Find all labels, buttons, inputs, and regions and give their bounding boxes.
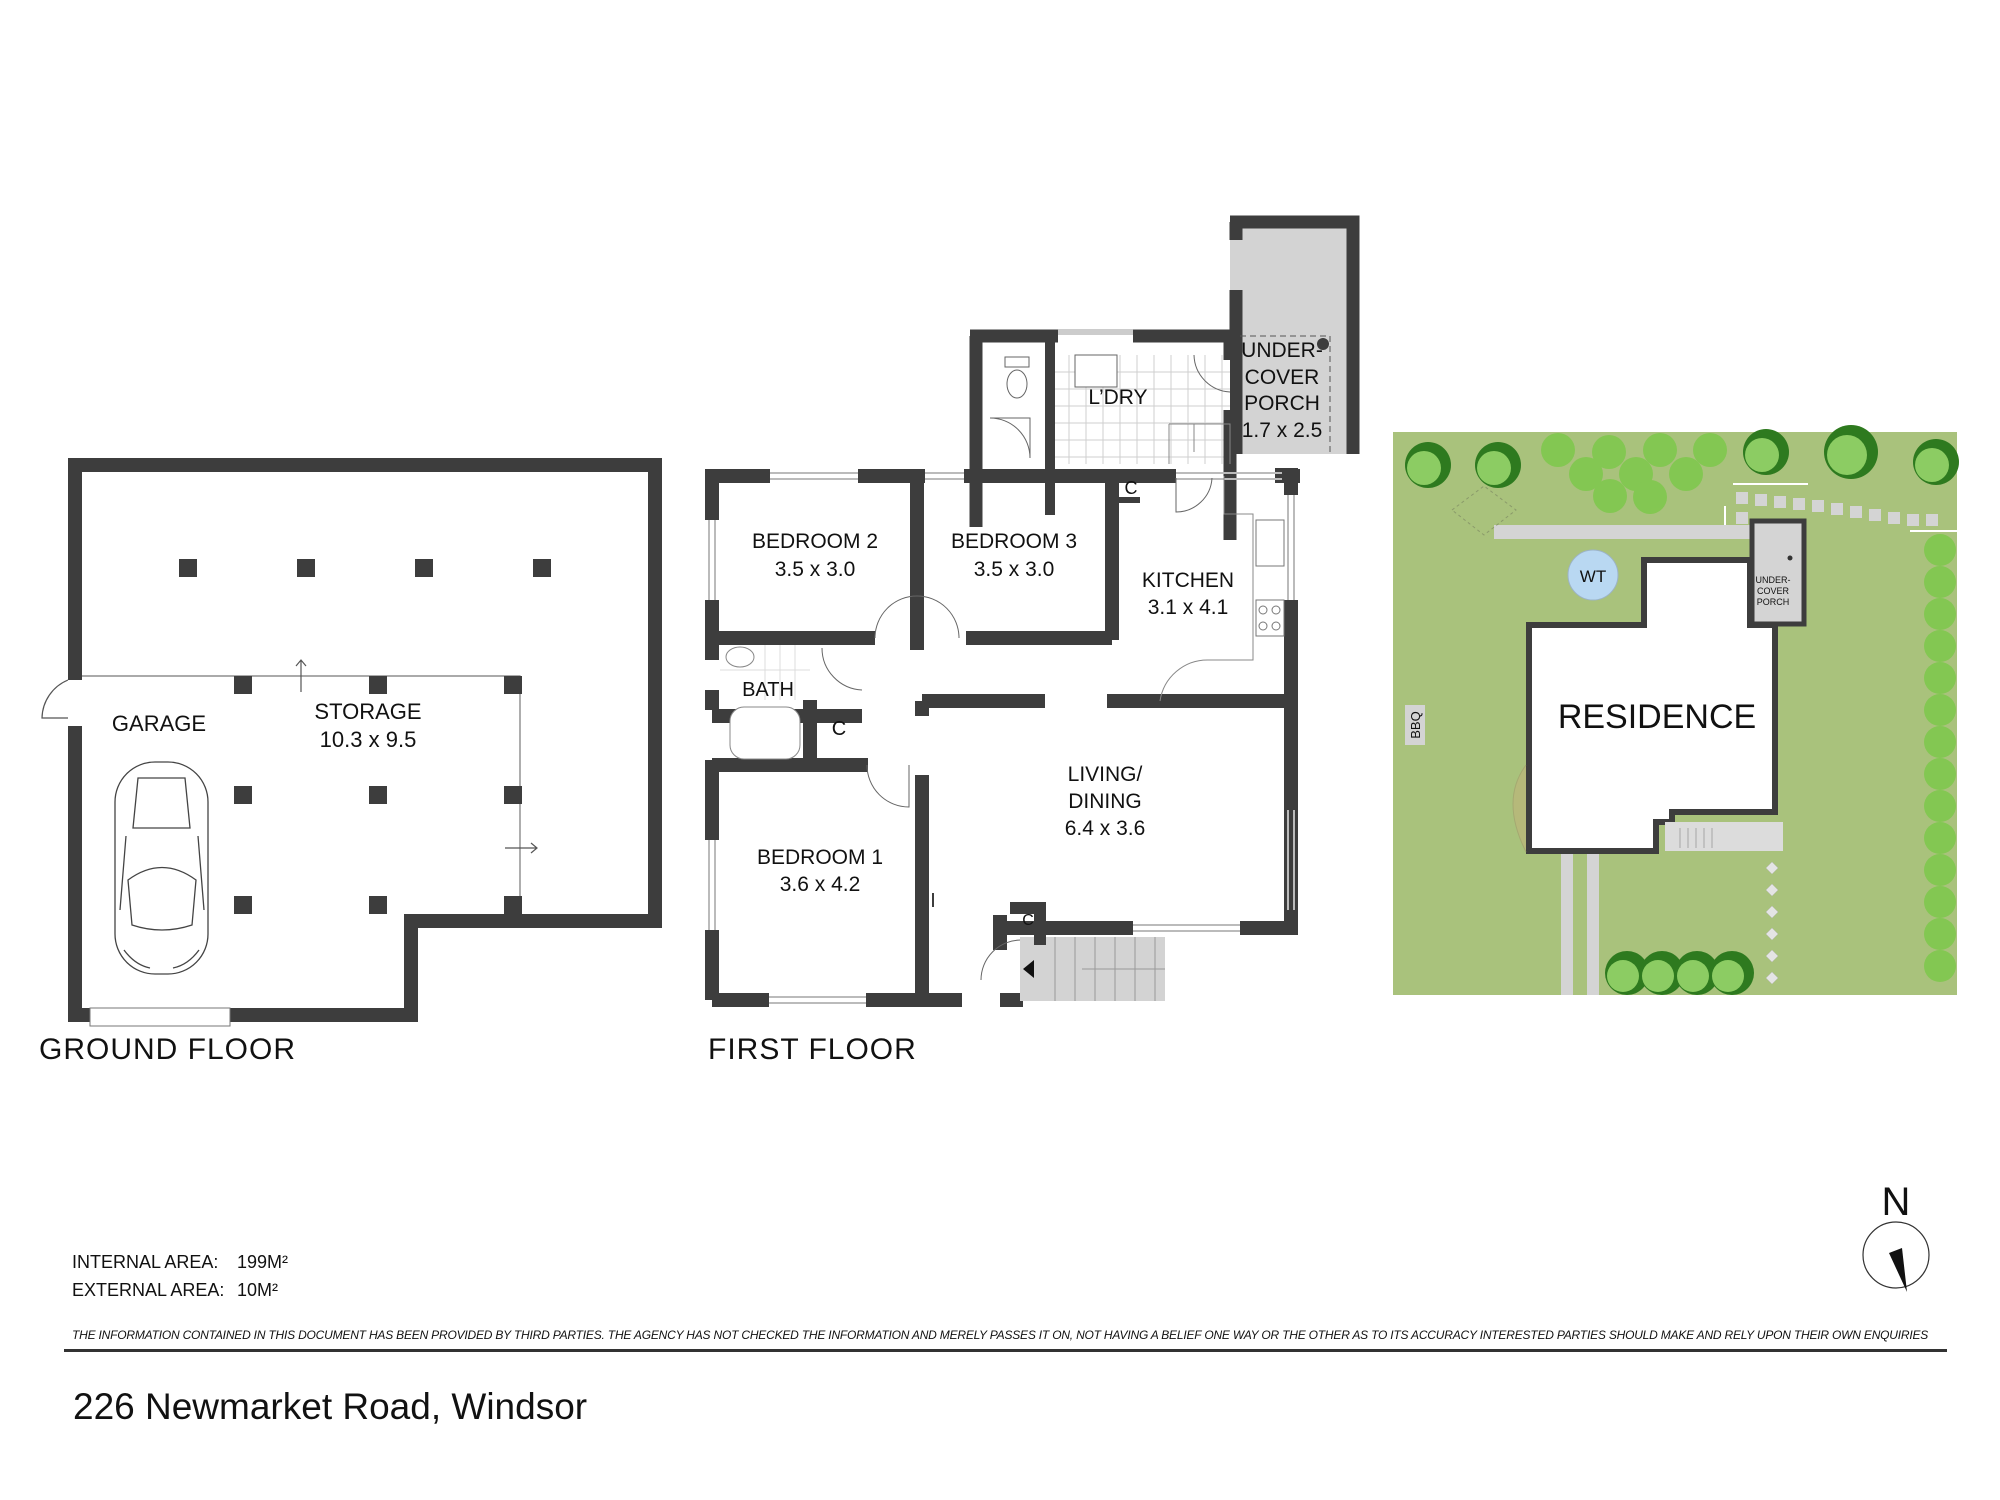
hall-closet-label: C — [832, 718, 846, 740]
undercover-porch — [1230, 222, 1353, 454]
entry-closet-label: C — [1022, 912, 1034, 929]
internal-area-value: 199M² — [237, 1252, 289, 1272]
storage-dims: 10.3 x 9.5 — [320, 727, 417, 752]
bedroom1-label: BEDROOM 1 — [757, 846, 883, 869]
site-porch-label-2: COVER — [1757, 586, 1790, 596]
bedroom2-dims: 3.5 x 3.0 — [775, 558, 856, 581]
residence-label: RESIDENCE — [1558, 698, 1756, 736]
external-area-label: EXTERNAL AREA: — [72, 1280, 225, 1300]
external-area: EXTERNAL AREA: 10M² — [72, 1280, 278, 1301]
site-porch-label-3: PORCH — [1757, 597, 1790, 607]
site-porch-label-1: UNDER- — [1756, 575, 1791, 585]
porch-label-line3: PORCH — [1244, 392, 1320, 415]
kitchen-dims: 3.1 x 4.1 — [1148, 596, 1229, 619]
shrubs — [1541, 433, 1956, 982]
disclaimer-text: THE INFORMATION CONTAINED IN THIS DOCUME… — [72, 1328, 1929, 1342]
first-floor-title: FIRST FLOOR — [708, 1033, 917, 1066]
bedroom1-dims: 3.6 x 4.2 — [780, 873, 861, 896]
bedroom3-dims: 3.5 x 3.0 — [974, 558, 1055, 581]
water-tank — [1567, 549, 1619, 601]
porch-label-line1: UNDER- — [1241, 339, 1323, 362]
pillars — [179, 559, 551, 914]
internal-area-label: INTERNAL AREA: — [72, 1252, 219, 1272]
site-plan: UNDER- COVER PORCH RESIDENCE WT BBQ — [1393, 425, 1959, 995]
porch-dims: 1.7 x 2.5 — [1242, 419, 1323, 442]
bedroom3-label: BEDROOM 3 — [951, 530, 1077, 553]
bedroom2-label: BEDROOM 2 — [752, 530, 878, 553]
porch-label-line2: COVER — [1245, 366, 1320, 389]
bath-label: BATH — [742, 679, 794, 701]
kitchen-label: KITCHEN — [1142, 569, 1234, 592]
property-address: 226 Newmarket Road, Windsor — [73, 1386, 588, 1427]
external-area-value: 10M² — [237, 1280, 279, 1300]
water-tank-label: WT — [1580, 567, 1606, 586]
living-label-line1: LIVING/ — [1068, 763, 1143, 786]
storage-label: STORAGE — [314, 699, 421, 724]
internal-area: INTERNAL AREA: 199M² — [72, 1252, 288, 1273]
kitchen-closet-label: C — [1125, 478, 1138, 498]
ground-floor-plan: GARAGE STORAGE 10.3 x 9.5 — [41, 458, 662, 1027]
ground-floor-title: GROUND FLOOR — [39, 1033, 297, 1066]
compass-n-label: N — [1882, 1180, 1911, 1224]
north-compass-icon: N — [1862, 1180, 1930, 1292]
stepping-stones — [1736, 492, 1938, 526]
car-icon — [114, 761, 209, 975]
living-dims: 6.4 x 3.6 — [1065, 817, 1146, 840]
first-floor-plan: C BATH C C BEDROOM 2 3.5 x — [705, 215, 1360, 1007]
bath-fixtures — [725, 646, 801, 760]
laundry-label: L’DRY — [1088, 386, 1147, 409]
site-porch — [1749, 518, 1807, 627]
divider-rule — [64, 1349, 1947, 1352]
residence-building — [1526, 557, 1778, 854]
bbq-label: BBQ — [1408, 711, 1423, 738]
bbq — [1405, 705, 1425, 745]
garage-label: GARAGE — [112, 711, 206, 736]
living-label-line2: DINING — [1068, 790, 1142, 813]
trees — [1405, 425, 1959, 995]
